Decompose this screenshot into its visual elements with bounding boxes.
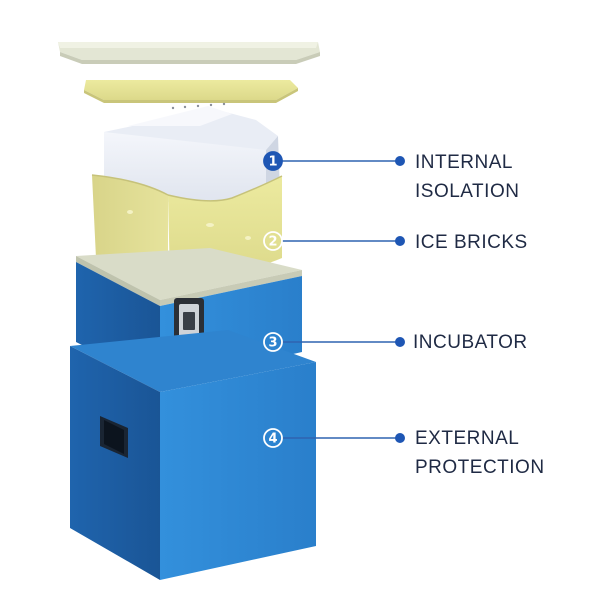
- external-protection-box: [70, 330, 316, 580]
- label-incubator: INCUBATOR: [413, 328, 528, 357]
- callout-dot-2: [395, 236, 405, 246]
- label-line: INTERNAL: [415, 152, 513, 173]
- callout-number-3: 3: [268, 336, 277, 351]
- callout-number-1: 1: [268, 155, 277, 170]
- callout-marker-1: [263, 151, 283, 171]
- callout-dot-3: [395, 337, 405, 347]
- callout-layer: 1 2 3 4: [263, 151, 405, 448]
- callout-dot-1: [395, 156, 405, 166]
- callout-marker-2: [263, 231, 283, 251]
- label-ice-bricks: ICE BRICKS: [415, 228, 528, 257]
- callout-number-4: 4: [268, 432, 277, 447]
- label-line: ISOLATION: [415, 181, 520, 202]
- small-dots: [171, 102, 226, 110]
- top-lid: [58, 42, 320, 64]
- top-ice-sheet: [84, 80, 298, 103]
- label-external-protection: EXTERNAL PROTECTION: [415, 424, 545, 482]
- callout-number-2: 2: [268, 235, 277, 250]
- label-line: EXTERNAL: [415, 428, 520, 449]
- callout-marker-4: [263, 428, 283, 448]
- label-line: ICE BRICKS: [415, 232, 528, 253]
- callout-dot-4: [395, 433, 405, 443]
- callout-marker-3: [263, 332, 283, 352]
- label-line: PROTECTION: [415, 457, 545, 478]
- label-line: INCUBATOR: [413, 332, 528, 353]
- label-internal-isolation: INTERNAL ISOLATION: [415, 148, 519, 206]
- internal-isolation-liner: [104, 106, 280, 205]
